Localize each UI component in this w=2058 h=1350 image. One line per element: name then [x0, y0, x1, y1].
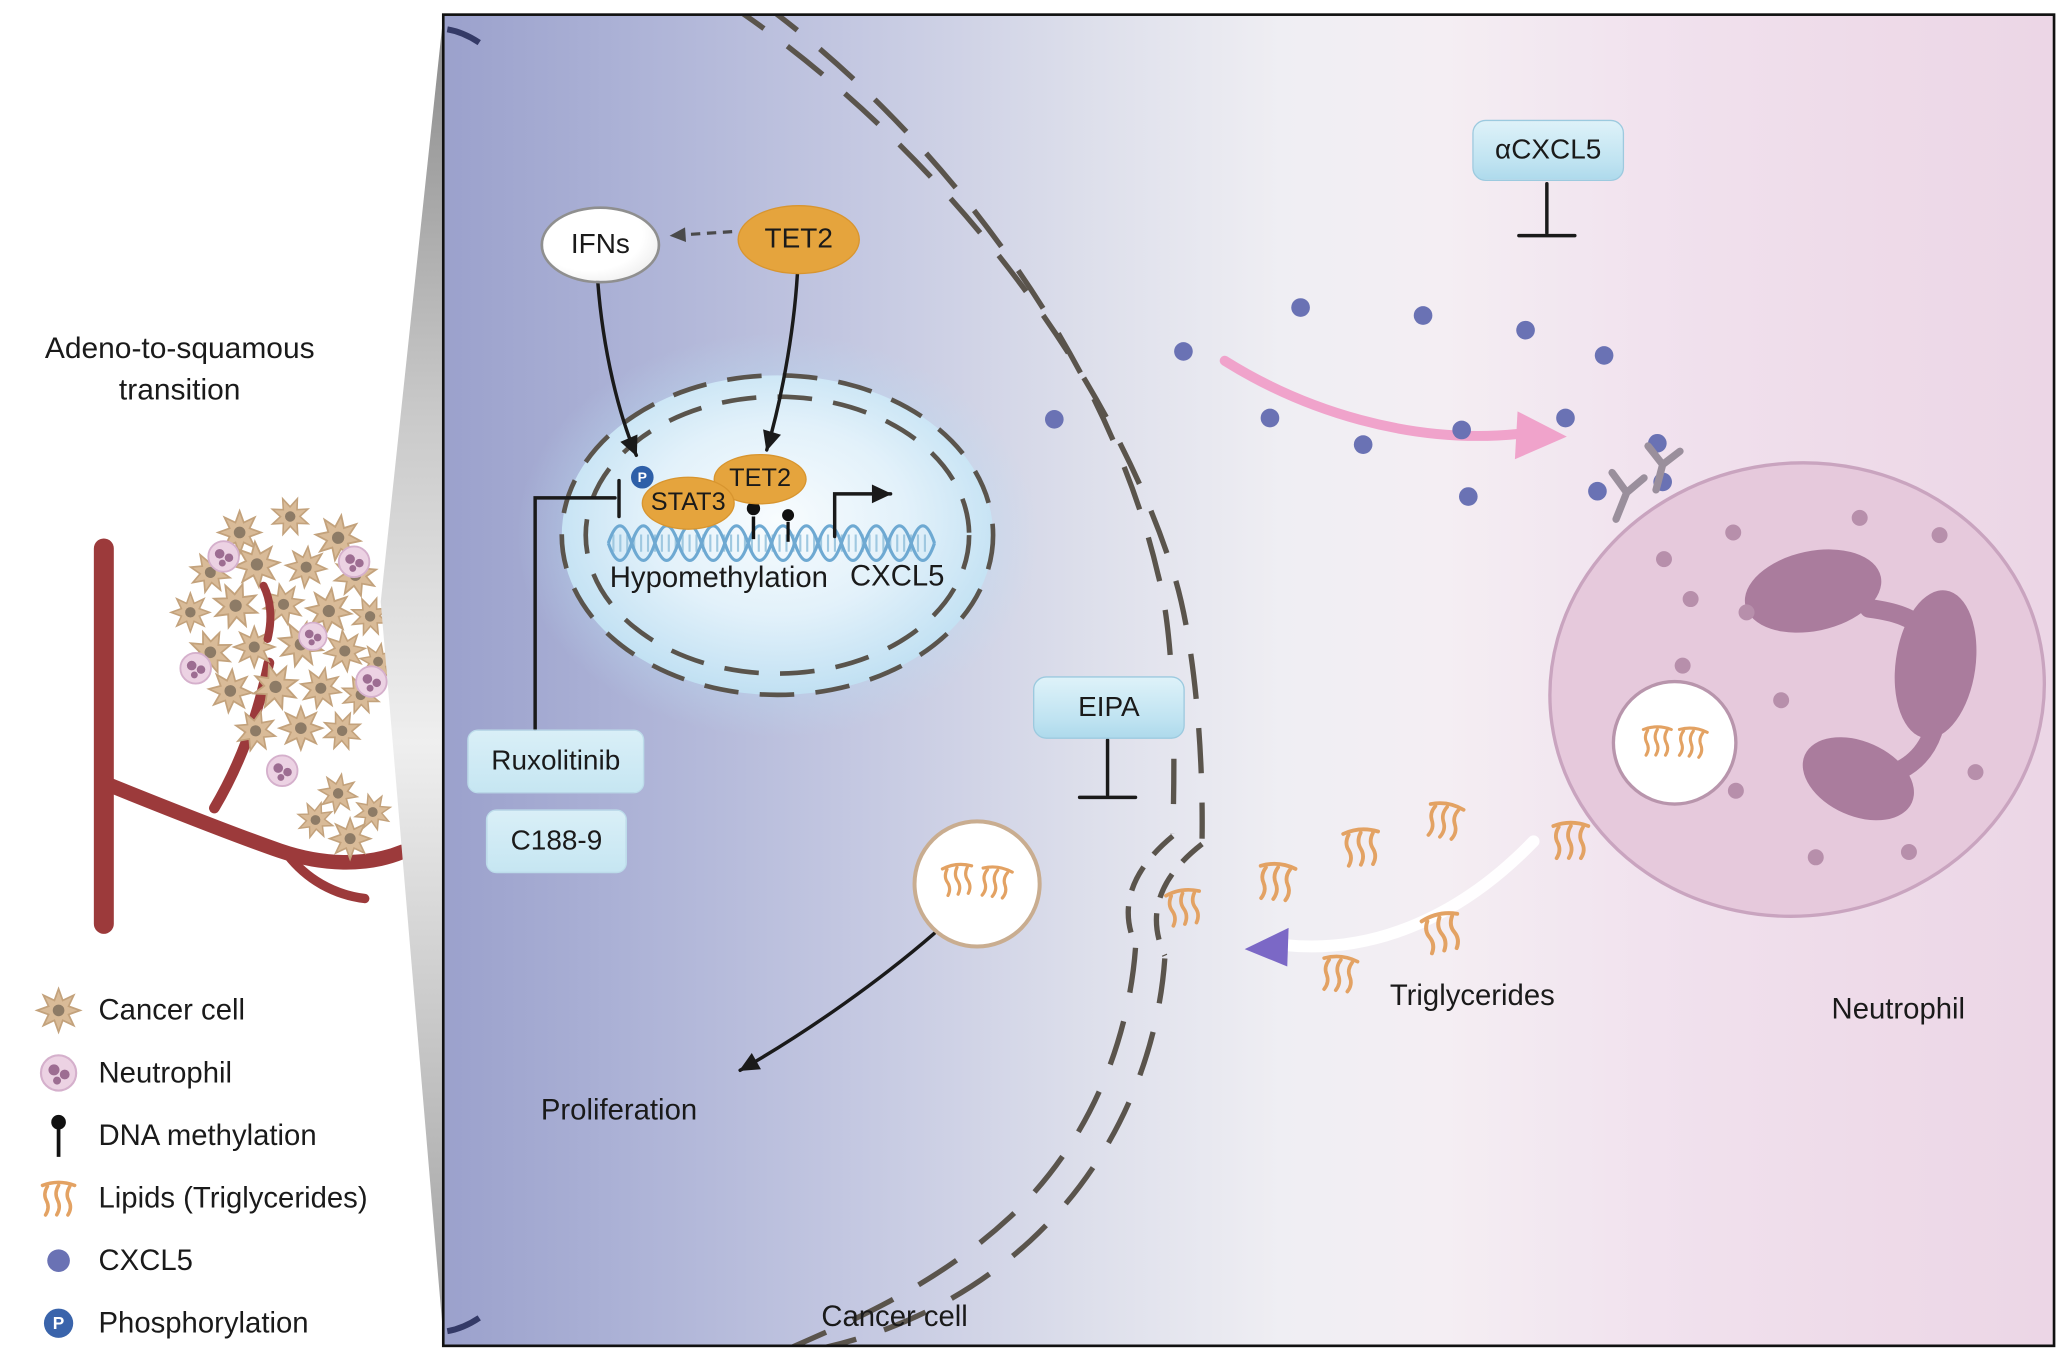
- legend-label: CXCL5: [98, 1242, 193, 1276]
- cancer-cell-label: Cancer cell: [821, 1299, 968, 1333]
- legend-item-dna-methylation: DNA methylation: [29, 1113, 367, 1157]
- cxcl5-icon: [47, 1248, 70, 1272]
- cancer-lipid-droplet: [912, 819, 1042, 949]
- legend-label: Cancer cell: [98, 992, 246, 1026]
- figure-title-line1: Adeno-to-squamous: [44, 331, 315, 365]
- stat3-node: STAT3: [641, 476, 735, 530]
- legend-label: Neutrophil: [98, 1054, 233, 1089]
- tet2-to-nucleus-arrow: [763, 272, 800, 452]
- phosphorylation-icon: P: [43, 1307, 74, 1338]
- legend-item-cancer-cell: Cancer cell: [29, 987, 367, 1033]
- ifns-to-stat3-arrow: [595, 279, 639, 458]
- ruxolitinib-box: Ruxolitinib: [467, 729, 645, 794]
- dna-methylation-marks: [746, 501, 795, 542]
- proliferation-arrow: [738, 931, 937, 1073]
- cxcl5-receptor-icon: [1608, 442, 1684, 523]
- proliferation-label: Proliferation: [540, 1092, 698, 1127]
- legend-label: DNA methylation: [98, 1117, 317, 1151]
- legend-item-neutrophil: Neutrophil: [29, 1050, 367, 1094]
- acxcl5-box: αCXCL5: [1472, 119, 1625, 182]
- signal-arrows: [533, 181, 1577, 1073]
- triglyceride-transfer-arrow: [1244, 835, 1540, 967]
- legend-label: Phosphorylation: [98, 1305, 309, 1339]
- transcription-arrow: [832, 484, 893, 539]
- dna-methylation-icon: [51, 1114, 66, 1157]
- neutrophil-label: Neutrophil: [1831, 991, 1966, 1026]
- legend-item-lipids: Lipids (Triglycerides): [29, 1175, 368, 1219]
- figure-title: Adeno-to-squamous transition: [13, 327, 346, 410]
- eipa-box: EIPA: [1033, 676, 1185, 739]
- hypomethylation-label: Hypomethylation: [609, 560, 828, 594]
- tet2-to-ifns-dashed-arrow: [669, 227, 733, 242]
- c188-9-box: C188-9: [485, 809, 627, 874]
- tet2-upper-node: TET2: [737, 205, 860, 275]
- triglyceride-icons: [1163, 799, 1591, 995]
- neutrophil-cell: [1548, 442, 2046, 918]
- triglycerides-label: Triglycerides: [1389, 978, 1555, 1012]
- panel-corner-marks: [446, 26, 481, 1335]
- cxcl5-secretion-arrow: [1219, 355, 1567, 460]
- svg-text:P: P: [53, 1313, 65, 1333]
- vessel-twig: [259, 581, 275, 643]
- nucleus: [516, 332, 1039, 738]
- legend: Cancer cell Neutrophil DNA methylation L…: [29, 987, 368, 1345]
- dna-helix: [606, 524, 937, 563]
- phosphorylation-badge: P: [630, 465, 654, 489]
- cancer-cell-icon: [36, 987, 81, 1033]
- tumor-illustration: [93, 490, 410, 934]
- neutrophil-icon: [39, 1053, 78, 1091]
- figure-title-line2: transition: [118, 372, 241, 407]
- main-panel: IFNs TET2 TET2 STAT3 P Hypomethylation C…: [441, 13, 2056, 1348]
- endocytosis-cup-outer: [1153, 841, 1204, 957]
- ifns-node: IFNs: [540, 206, 661, 284]
- pathway-scene: [446, 15, 2046, 1345]
- tet2-nucleus-node: TET2: [713, 453, 807, 505]
- legend-label: Lipids (Triglycerides): [98, 1180, 368, 1214]
- cxcl5-dots: [1044, 298, 1672, 506]
- ruxolitinib-inhibition-line: [533, 496, 617, 732]
- legend-item-cxcl5: CXCL5: [29, 1238, 367, 1282]
- endocytosis-cup-inner: [1125, 833, 1175, 947]
- neutrophil-lipid-droplet: [1611, 679, 1738, 806]
- legend-item-phosphorylation: P Phosphorylation: [29, 1301, 367, 1345]
- blood-vessel: [93, 538, 410, 934]
- neutrophil-granules: [1656, 509, 1984, 866]
- neutrophil-nucleus: [1744, 549, 1977, 821]
- cxcl5-gene-label: CXCL5: [850, 559, 945, 593]
- lipids-icon: [40, 1179, 77, 1217]
